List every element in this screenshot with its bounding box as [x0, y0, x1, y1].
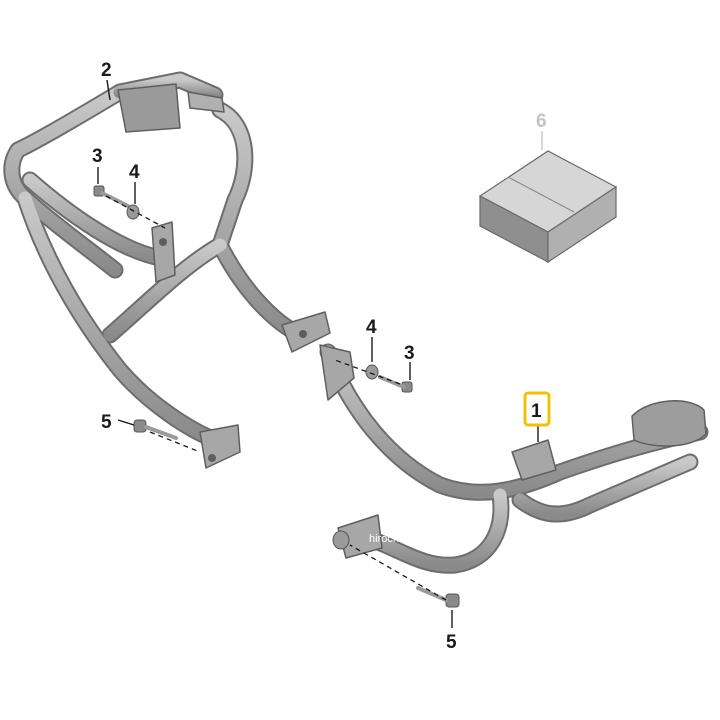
upper-right-tab	[319, 344, 355, 401]
mid-right-tab	[511, 439, 557, 481]
bolt-3-right	[378, 375, 413, 393]
bolt-5-left	[133, 419, 178, 440]
assembly-lines	[105, 195, 447, 601]
callouts: 2 3 4 6 4 3 1 5 5	[92, 60, 547, 653]
callout-4-right[interactable]: 4	[366, 317, 377, 338]
callout-5-left[interactable]: 5	[101, 412, 112, 433]
bolt-lower-right-head	[332, 530, 350, 550]
upper-mount-bracket	[117, 83, 181, 133]
slider-end-cap	[631, 400, 707, 447]
middle-mount-bracket	[151, 221, 176, 283]
mounting-kit-box	[478, 150, 618, 264]
bolt-5-right	[416, 586, 460, 608]
washer-4-right	[365, 364, 379, 380]
callout-5-right[interactable]: 5	[446, 632, 457, 653]
callout-3-right[interactable]: 3	[404, 343, 415, 364]
callout-1[interactable]: 1	[531, 401, 542, 422]
selected-part-highlight	[523, 391, 551, 427]
callout-6[interactable]: 6	[536, 111, 547, 132]
callout-2[interactable]: 2	[101, 60, 112, 81]
bolt-3-left	[93, 185, 130, 208]
callout-3-left[interactable]: 3	[92, 146, 103, 167]
left-crash-bar	[3, 71, 331, 469]
washer-4-left	[126, 204, 140, 220]
right-crash-bar	[319, 343, 709, 574]
leader-lines	[97, 79, 543, 628]
lower-mount-tab	[199, 424, 241, 469]
callout-4-left[interactable]: 4	[129, 162, 140, 183]
watermark: hirochi	[369, 533, 401, 545]
